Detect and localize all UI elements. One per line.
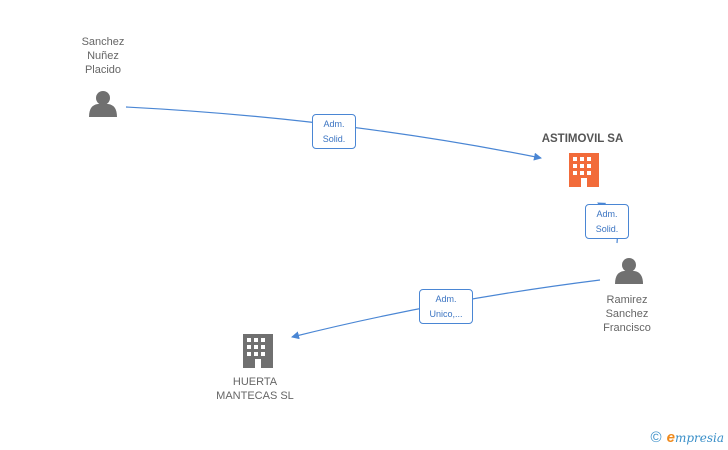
person-icon[interactable] bbox=[615, 258, 643, 284]
node-label-huerta-mantecas[interactable]: HUERTA MANTECAS SL bbox=[216, 376, 294, 402]
copyright-icon: © bbox=[650, 429, 662, 446]
node-label-astimovil[interactable]: ASTIMOVIL SA bbox=[541, 133, 624, 145]
edge-label-ramirez-astimovil[interactable]: Adm. Solid. bbox=[585, 204, 629, 239]
edge-label-sanchez-astimovil[interactable]: Adm. Solid. bbox=[312, 114, 356, 149]
brand-wordmark: empresia bbox=[666, 429, 724, 446]
building-icon[interactable] bbox=[569, 153, 599, 187]
brand-logo: © empresia bbox=[651, 429, 724, 446]
person-icon[interactable] bbox=[89, 91, 117, 117]
node-label-sanchez-placido[interactable]: Sanchez Nuñez Placido bbox=[81, 36, 125, 76]
building-icon[interactable] bbox=[243, 334, 273, 368]
node-label-ramirez-francisco[interactable]: Ramirez Sanchez Francisco bbox=[603, 294, 651, 334]
edge-label-ramirez-huerta[interactable]: Adm. Unico,... bbox=[419, 289, 473, 324]
